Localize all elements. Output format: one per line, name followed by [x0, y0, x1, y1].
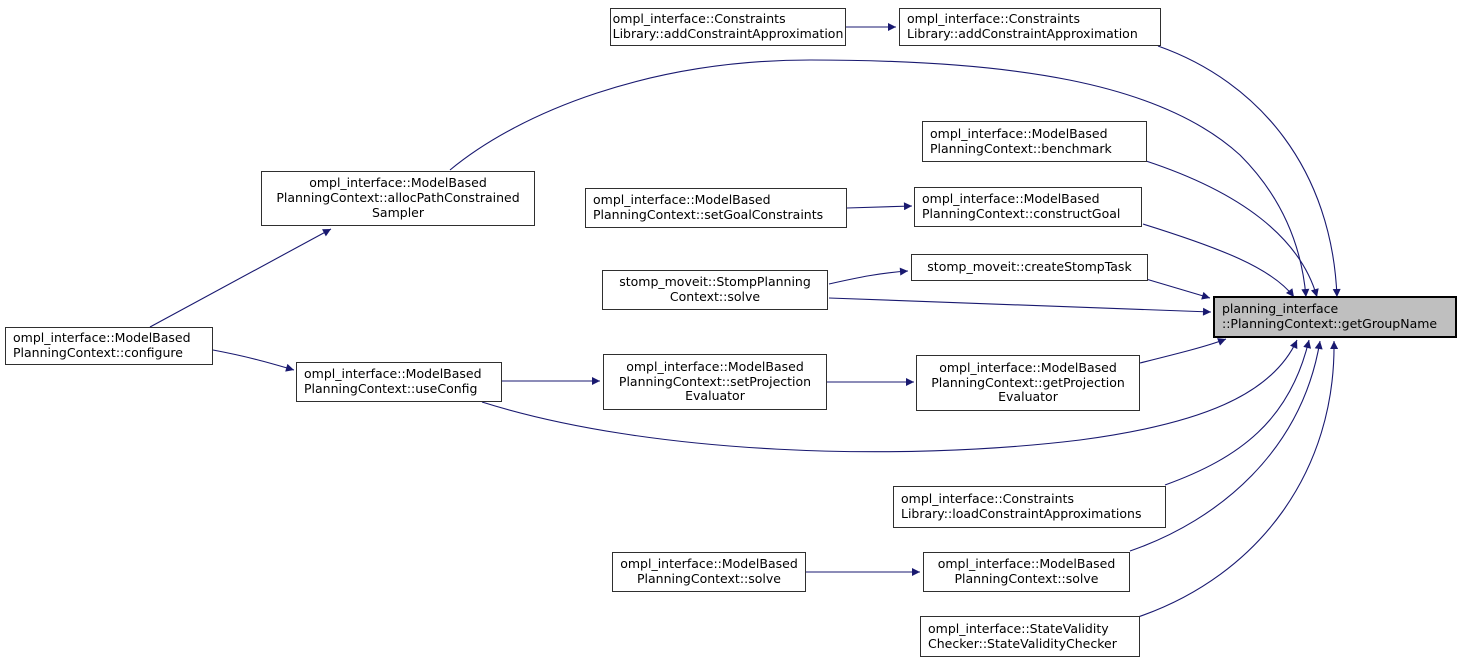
node-label: stomp_moveit::createStompTask	[927, 259, 1132, 275]
edge-configure-useconfig	[212, 349, 295, 372]
node-addConstraintApproximation-caller[interactable]: ompl_interface::Constraints Library::add…	[610, 8, 846, 46]
node-label: ompl_interface::StateValidity Checker::S…	[928, 620, 1117, 651]
node-constructGoal[interactable]: ompl_interface::ModelBased PlanningConte…	[914, 187, 1142, 227]
node-useConfig[interactable]: ompl_interface::ModelBased PlanningConte…	[296, 362, 502, 402]
node-modelBased-solve[interactable]: ompl_interface::ModelBased PlanningConte…	[923, 552, 1130, 592]
node-label: ompl_interface::ModelBased PlanningConte…	[304, 366, 482, 396]
node-label: ompl_interface::ModelBased PlanningConte…	[13, 330, 191, 360]
edge-benchmark-getgroupname	[1145, 160, 1319, 298]
node-addConstraintApproximation[interactable]: ompl_interface::Constraints Library::add…	[899, 8, 1161, 46]
node-label: ompl_interface::ModelBased PlanningConte…	[937, 556, 1116, 586]
node-stompPlanningContext-solve[interactable]: stomp_moveit::StompPlanning Context::sol…	[602, 270, 828, 310]
edge-useconfig-getgroupname	[481, 339, 1298, 453]
node-label: ompl_interface::ModelBased PlanningConte…	[620, 556, 798, 586]
node-label: ompl_interface::ModelBased PlanningConte…	[922, 191, 1121, 221]
node-label: planning_interface ::PlanningContext::ge…	[1222, 301, 1438, 331]
edge-loadca-getgroupname	[1164, 339, 1312, 486]
node-setGoalConstraints[interactable]: ompl_interface::ModelBased PlanningConte…	[585, 188, 847, 228]
node-label: stomp_moveit::StompPlanning Context::sol…	[619, 274, 811, 304]
node-label: ompl_interface::ModelBased PlanningConte…	[276, 175, 520, 220]
node-getProjectionEvaluator[interactable]: ompl_interface::ModelBased PlanningConte…	[916, 355, 1140, 411]
node-label: ompl_interface::Constraints Library::add…	[612, 11, 844, 41]
node-label: ompl_interface::Constraints Library::add…	[907, 11, 1138, 41]
node-stateValidityChecker[interactable]: ompl_interface::StateValidity Checker::S…	[920, 616, 1140, 657]
node-label: ompl_interface::Constraints Library::loa…	[901, 491, 1142, 521]
edge-stompsolve-getgroupname	[828, 297, 1212, 316]
edge-constructgoal-getgroupname	[1142, 223, 1295, 298]
edge-setgoal-constructgoal	[846, 202, 913, 211]
node-setProjectionEvaluator[interactable]: ompl_interface::ModelBased PlanningConte…	[603, 354, 827, 410]
edge-stompsolve-createstomp	[828, 267, 909, 285]
node-getGroupName-focus: planning_interface ::PlanningContext::ge…	[1213, 296, 1457, 338]
node-loadConstraintApproximations[interactable]: ompl_interface::Constraints Library::loa…	[893, 486, 1166, 528]
edge-createstomp-getgroupname	[1145, 278, 1211, 300]
node-createStompTask[interactable]: stomp_moveit::createStompTask	[911, 254, 1148, 281]
node-modelBased-solve-caller[interactable]: ompl_interface::ModelBased PlanningConte…	[612, 552, 806, 592]
edge-getproj-getgroupname	[1139, 338, 1227, 364]
edge-addca2-getgroupname	[1157, 45, 1341, 298]
node-configure[interactable]: ompl_interface::ModelBased PlanningConte…	[5, 327, 213, 365]
edge-solve2-getgroupname	[1129, 340, 1323, 552]
edge-alloc-getgroupname	[449, 59, 1310, 298]
node-benchmark[interactable]: ompl_interface::ModelBased PlanningConte…	[922, 121, 1147, 162]
edge-svc-getgroupname	[1137, 340, 1339, 618]
node-label: ompl_interface::ModelBased PlanningConte…	[618, 358, 812, 404]
node-label: ompl_interface::ModelBased PlanningConte…	[593, 192, 824, 222]
node-allocPathConstrainedSampler[interactable]: ompl_interface::ModelBased PlanningConte…	[261, 171, 535, 226]
edge-configure-alloc	[149, 228, 332, 328]
node-label: ompl_interface::ModelBased PlanningConte…	[930, 125, 1112, 156]
node-label: ompl_interface::ModelBased PlanningConte…	[931, 359, 1125, 405]
